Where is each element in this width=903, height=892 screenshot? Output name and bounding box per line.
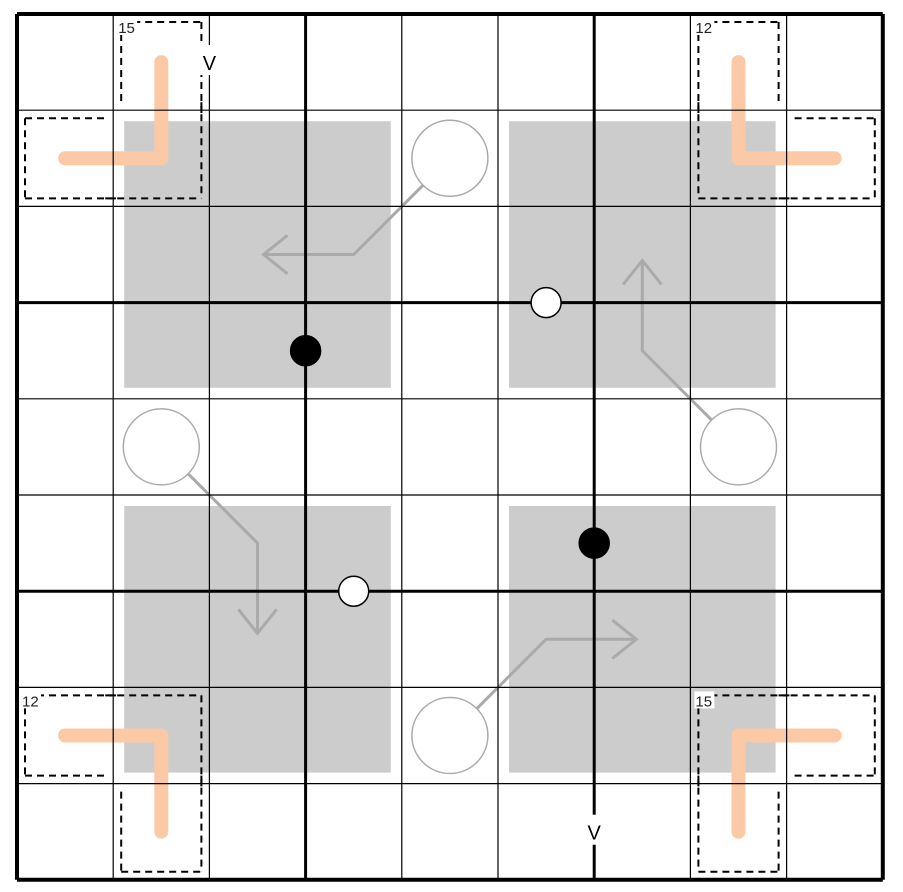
white-dot bbox=[530, 286, 562, 319]
arrow-shaft bbox=[640, 260, 713, 422]
cell-r2c3[interactable] bbox=[209, 110, 305, 206]
cell-r6c2[interactable] bbox=[113, 495, 209, 591]
cell-r9c6[interactable] bbox=[498, 784, 594, 880]
white-dot bbox=[337, 575, 370, 607]
v-clue: V bbox=[203, 53, 217, 75]
arrow-clue bbox=[621, 258, 778, 486]
cell-r5c7[interactable] bbox=[594, 399, 690, 495]
cell-r4c8[interactable] bbox=[690, 303, 786, 399]
cage-sum-bg bbox=[694, 691, 715, 709]
arrow-clue bbox=[411, 618, 639, 775]
v-clue-bg bbox=[584, 814, 605, 845]
cell-r4c9[interactable] bbox=[787, 303, 883, 399]
cell-r7c2[interactable] bbox=[113, 591, 209, 687]
arrow-bulb bbox=[122, 408, 201, 486]
cage: 15 bbox=[24, 18, 203, 200]
cage-sum: 12 bbox=[695, 20, 712, 37]
cell-r5c9[interactable] bbox=[787, 399, 883, 495]
cell-r8c3[interactable] bbox=[209, 687, 305, 783]
cell-r7c5[interactable] bbox=[402, 591, 498, 687]
cell-r5c6[interactable] bbox=[498, 399, 594, 495]
cell-r1c4[interactable] bbox=[306, 14, 402, 110]
arrowhead-icon bbox=[237, 608, 278, 636]
cell-r9c7[interactable] bbox=[594, 784, 690, 880]
cell-r7c9[interactable] bbox=[787, 591, 883, 687]
cell-r1c3[interactable] bbox=[209, 14, 305, 110]
cage-sum: 15 bbox=[695, 693, 712, 710]
cell-r7c1[interactable] bbox=[17, 591, 113, 687]
cell-r3c9[interactable] bbox=[787, 206, 883, 302]
black-dot bbox=[289, 334, 322, 367]
thermo-lines bbox=[58, 55, 842, 839]
arrow-clues bbox=[122, 119, 778, 775]
cell-r8c7[interactable] bbox=[594, 687, 690, 783]
arrow-bulb bbox=[411, 119, 489, 198]
cell-r3c5[interactable] bbox=[402, 206, 498, 302]
cell-r3c2[interactable] bbox=[113, 206, 209, 302]
cell-r9c9[interactable] bbox=[787, 784, 883, 880]
v-clue-bg bbox=[199, 45, 220, 76]
arrowhead-icon bbox=[611, 618, 639, 660]
cage: 12 bbox=[694, 18, 876, 200]
cell-r1c7[interactable] bbox=[594, 14, 690, 110]
v-clue: V bbox=[588, 823, 602, 845]
black-dot bbox=[578, 527, 610, 559]
cell-r9c3[interactable] bbox=[209, 784, 305, 880]
cell-r1c5[interactable] bbox=[402, 14, 498, 110]
cell-r6c1[interactable] bbox=[17, 495, 113, 591]
cell-r6c9[interactable] bbox=[787, 495, 883, 591]
cell-r1c6[interactable] bbox=[498, 14, 594, 110]
orange-line bbox=[58, 728, 169, 839]
cell-r5c3[interactable] bbox=[209, 399, 305, 495]
shaded-regions bbox=[124, 121, 776, 773]
cage: 15 bbox=[694, 691, 876, 873]
cell-r5c1[interactable] bbox=[17, 399, 113, 495]
cell-r4c2[interactable] bbox=[113, 303, 209, 399]
cage-sum: 12 bbox=[22, 693, 39, 710]
cell-r5c4[interactable] bbox=[306, 399, 402, 495]
arrow-clue bbox=[261, 119, 489, 275]
arrow-shaft bbox=[187, 472, 259, 634]
killer-cages: 15 12 12 15 bbox=[21, 18, 876, 873]
cell-r5c5[interactable] bbox=[402, 399, 498, 495]
cell-r1c9[interactable] bbox=[787, 14, 883, 110]
cell-r2c7[interactable] bbox=[594, 110, 690, 206]
cage-sum-bg bbox=[117, 18, 138, 35]
arrow-shaft bbox=[263, 184, 425, 256]
cell-r3c1[interactable] bbox=[17, 206, 113, 302]
arrowhead-icon bbox=[621, 258, 663, 286]
cell-r7c8[interactable] bbox=[690, 591, 786, 687]
cell-r2c6[interactable] bbox=[498, 110, 594, 206]
cell-r3c8[interactable] bbox=[690, 206, 786, 302]
arrow-bulb bbox=[699, 408, 778, 486]
v-clues: VV bbox=[199, 45, 605, 845]
cell-r2c4[interactable] bbox=[306, 110, 402, 206]
arrow-shaft bbox=[475, 637, 637, 710]
orange-line bbox=[731, 55, 842, 166]
cell-r9c4[interactable] bbox=[306, 784, 402, 880]
arrowhead-icon bbox=[261, 234, 289, 275]
cell-r8c6[interactable] bbox=[498, 687, 594, 783]
cage-sum: 15 bbox=[118, 20, 135, 37]
arrow-bulb bbox=[411, 696, 489, 775]
orange-line bbox=[58, 55, 169, 166]
cell-r6c5[interactable] bbox=[402, 495, 498, 591]
cell-r6c8[interactable] bbox=[690, 495, 786, 591]
cell-r1c1[interactable] bbox=[17, 14, 113, 110]
cell-r8c4[interactable] bbox=[306, 687, 402, 783]
cell-r4c1[interactable] bbox=[17, 303, 113, 399]
cell-r9c1[interactable] bbox=[17, 784, 113, 880]
cage-sum-bg bbox=[21, 691, 41, 709]
cell-r9c5[interactable] bbox=[402, 784, 498, 880]
cell-r4c5[interactable] bbox=[402, 303, 498, 399]
cage: 12 bbox=[21, 691, 203, 873]
grid-lines bbox=[15, 12, 885, 882]
cage-sum-bg bbox=[694, 18, 715, 35]
arrow-clue bbox=[122, 408, 278, 636]
orange-line bbox=[731, 728, 842, 839]
kropki-dots bbox=[289, 286, 610, 607]
